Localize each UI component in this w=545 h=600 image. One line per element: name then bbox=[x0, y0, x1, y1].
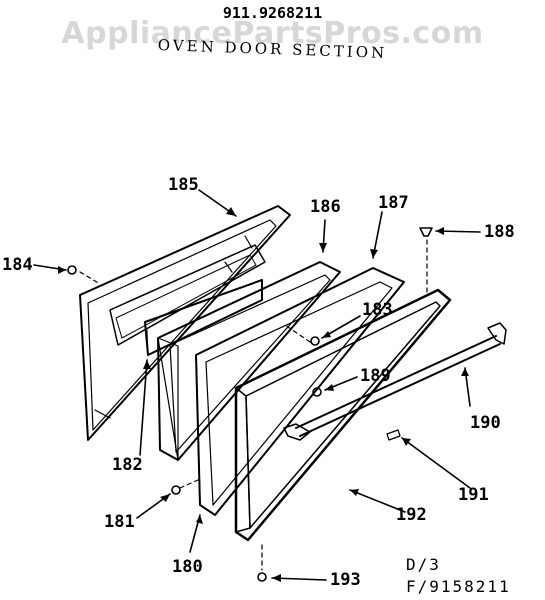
label-186: 186 bbox=[310, 197, 341, 217]
label-180: 180 bbox=[172, 557, 203, 577]
label-190: 190 bbox=[470, 413, 501, 433]
label-185: 185 bbox=[168, 175, 199, 195]
label-191: 191 bbox=[458, 485, 489, 505]
sheet-code: D/3 bbox=[406, 555, 441, 574]
label-189: 189 bbox=[360, 366, 391, 386]
model-number: 911.9268211 bbox=[222, 4, 323, 22]
part-186-spacer-panel bbox=[157, 261, 341, 461]
label-187: 187 bbox=[378, 193, 409, 213]
label-188: 188 bbox=[484, 222, 515, 242]
part-192-outer-door-frame bbox=[234, 288, 452, 542]
watermark: AppliancePartsPros.com bbox=[61, 16, 484, 51]
label-193: 193 bbox=[330, 570, 361, 590]
arrowheads bbox=[58, 207, 469, 582]
dashed-lines bbox=[79, 239, 428, 571]
part-187-inner-glass bbox=[195, 267, 405, 516]
label-192: 192 bbox=[396, 505, 427, 525]
leader-lines bbox=[33, 189, 481, 581]
part-182-insulation bbox=[144, 279, 263, 356]
label-184: 184 bbox=[2, 255, 33, 275]
screws bbox=[67, 227, 433, 582]
figure-code: F/9158211 bbox=[406, 577, 511, 596]
part-185-inner-door-panel bbox=[79, 205, 291, 441]
part-190-handle bbox=[295, 322, 507, 437]
label-182: 182 bbox=[112, 455, 143, 475]
label-181: 181 bbox=[104, 512, 135, 532]
label-183: 183 bbox=[362, 300, 393, 320]
